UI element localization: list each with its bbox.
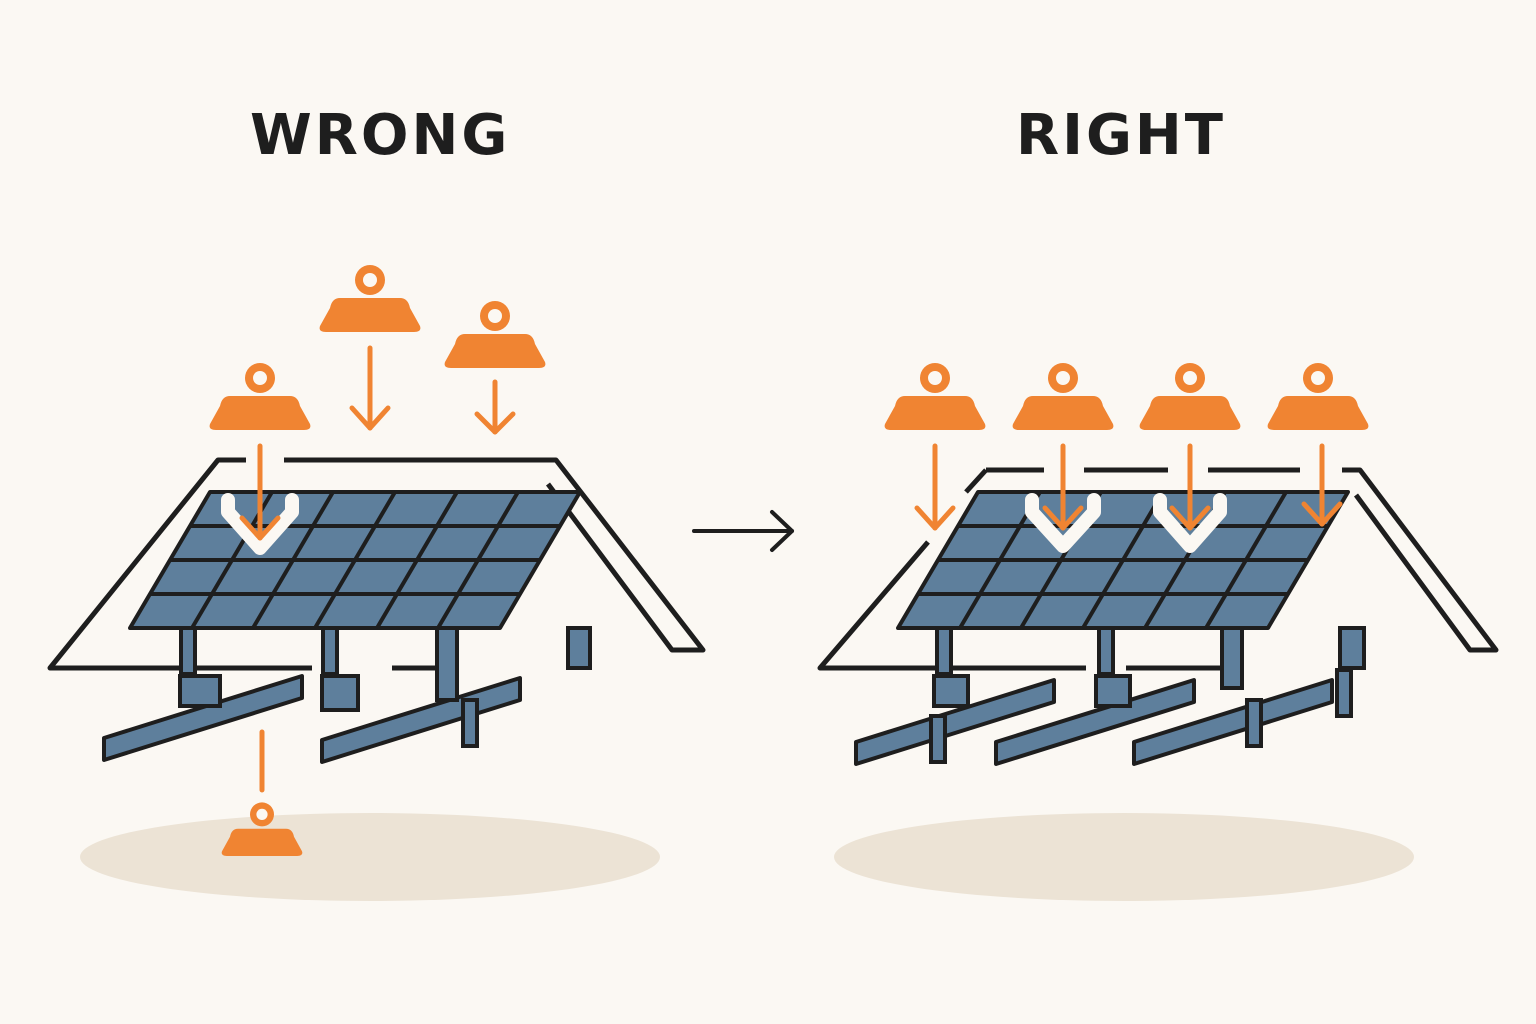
right-weight-3 — [1139, 363, 1241, 430]
arrow-right-icon — [692, 510, 794, 552]
wrong-mounts — [178, 626, 360, 712]
weight-icon — [1139, 363, 1241, 430]
weight-icon — [319, 265, 421, 332]
right-weight-4 — [1267, 363, 1369, 430]
weight-icon — [884, 363, 986, 430]
arrow-down-icon — [349, 345, 391, 431]
wrong-weight-1 — [209, 363, 311, 430]
arrow-down-icon — [914, 443, 956, 531]
arrow-down-icon — [1153, 443, 1227, 553]
wrong-ground-shadow — [80, 813, 660, 901]
right-rails — [854, 626, 1366, 766]
weight-icon — [1012, 363, 1114, 430]
right-ground-shadow — [834, 813, 1414, 901]
arrow-down-icon — [221, 443, 299, 555]
arrow-down-icon — [1301, 443, 1343, 527]
right-weight-2 — [1012, 363, 1114, 430]
arrow-down-icon — [1025, 443, 1101, 553]
right-scene — [817, 363, 1499, 901]
arrow-down-icon — [474, 379, 516, 435]
wrong-solar-panel — [128, 490, 582, 630]
right-heading: RIGHT — [1016, 103, 1226, 168]
wrong-heading: WRONG — [250, 103, 511, 168]
wrong-scene — [47, 265, 706, 901]
right-mounts — [932, 626, 1132, 708]
right-weight-1 — [884, 363, 986, 430]
weight-icon — [209, 363, 311, 430]
right-solar-panel — [896, 490, 1350, 630]
wrong-arrows — [221, 345, 516, 793]
weight-icon — [1267, 363, 1369, 430]
weight-icon — [444, 301, 546, 368]
wrong-weight-3 — [444, 301, 546, 368]
wrong-weight-2 — [319, 265, 421, 332]
wrong-rails — [102, 626, 592, 764]
right-arrows — [914, 443, 1343, 553]
